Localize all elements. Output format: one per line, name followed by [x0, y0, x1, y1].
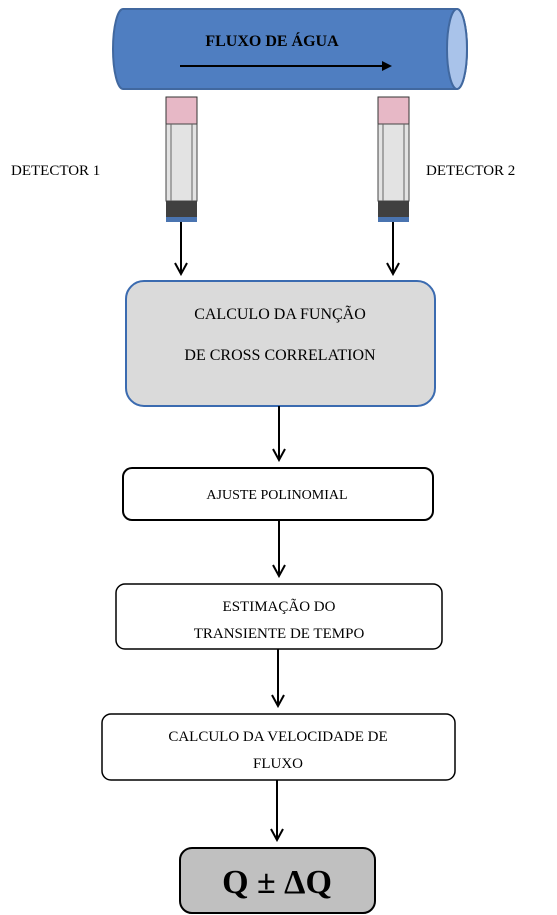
detector-2-base	[378, 217, 409, 222]
result-flow-rate: Q ± ΔQ	[179, 847, 376, 914]
pipe-label: FLUXO DE ÁGUA	[205, 31, 339, 50]
step-polynomial-fit-line-1: AJUSTE POLINOMIAL	[206, 488, 347, 503]
step-cross-correlation-line-2: DE CROSS CORRELATION	[184, 347, 376, 364]
detector-2	[377, 96, 410, 274]
step-flow-velocity-box	[101, 713, 456, 781]
detector-2-band	[378, 201, 409, 217]
pipe-end-cap	[446, 8, 468, 90]
detector-1-label: DETECTOR 1	[11, 163, 100, 179]
detector-1-base	[166, 217, 197, 222]
detector-1	[165, 96, 198, 274]
detector-2-label: DETECTOR 2	[426, 163, 515, 179]
result-label: Q ± ΔQ	[222, 864, 332, 901]
water-pipe: FLUXO DE ÁGUA	[112, 8, 468, 90]
detector-1-band	[166, 201, 197, 217]
step-cross-correlation: CALCULO DA FUNÇÃO DE CROSS CORRELATION	[125, 280, 436, 407]
step-cross-correlation-line-1: CALCULO DA FUNÇÃO	[194, 305, 366, 323]
step-flow-velocity: CALCULO DA VELOCIDADE DE FLUXO	[101, 713, 456, 781]
detector-2-top	[377, 96, 410, 125]
detector-1-top	[165, 96, 198, 125]
step-time-transient-line-2: TRANSIENTE DE TEMPO	[194, 626, 365, 642]
step-polynomial-fit: AJUSTE POLINOMIAL	[122, 467, 434, 521]
step-flow-velocity-line-2: FLUXO	[253, 756, 303, 772]
step-time-transient-line-1: ESTIMAÇÃO DO	[223, 599, 336, 615]
result-box	[179, 847, 376, 914]
step-flow-velocity-line-1: CALCULO DA VELOCIDADE DE	[168, 729, 387, 745]
step-cross-correlation-box	[125, 280, 436, 407]
step-time-transient: ESTIMAÇÃO DO TRANSIENTE DE TEMPO	[115, 583, 443, 650]
